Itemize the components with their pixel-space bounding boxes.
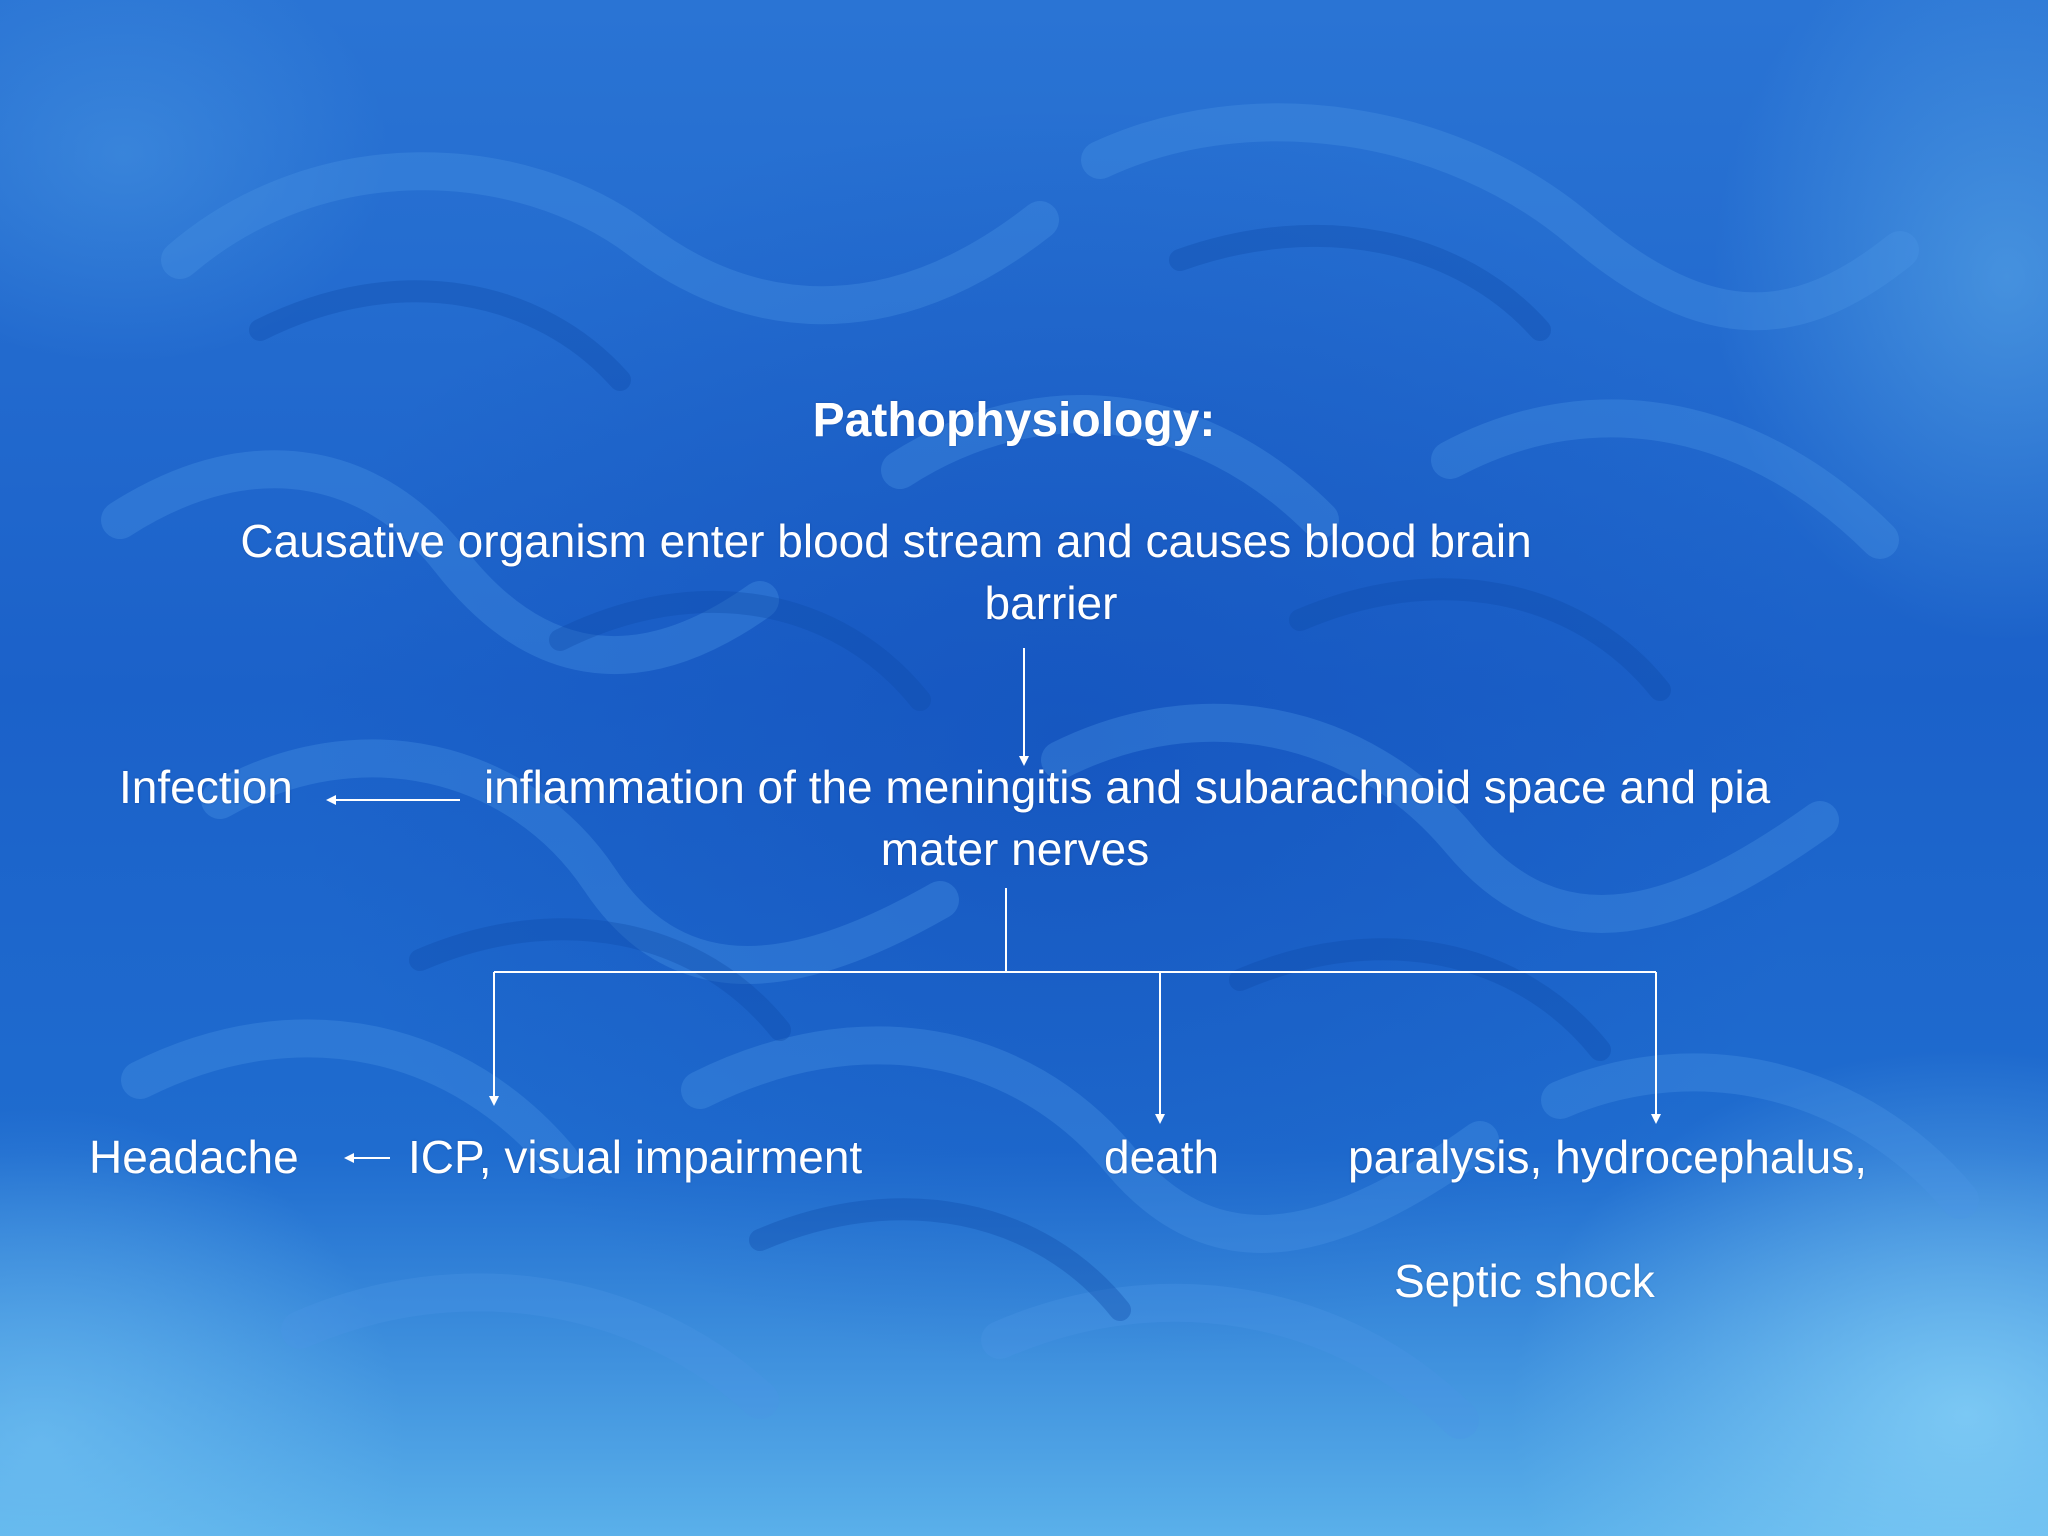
node-headache: Headache	[89, 1131, 299, 1183]
node-inflammation-line1: inflammation of the meningitis and subar…	[484, 761, 1771, 813]
node-death: death	[1104, 1131, 1220, 1183]
node-septic-shock: Septic shock	[1394, 1255, 1655, 1307]
node-paralysis: paralysis, hydrocephalus,	[1348, 1131, 1868, 1183]
slide-title: Pathophysiology:	[812, 394, 1216, 447]
node-inflammation-line2: mater nerves	[880, 823, 1150, 875]
node-icp: ICP, visual impairment	[408, 1131, 863, 1183]
node-infection: Infection	[119, 761, 293, 813]
node-cause-line1: Causative organism enter blood stream an…	[240, 515, 1532, 567]
node-cause-line2: barrier	[984, 577, 1118, 629]
